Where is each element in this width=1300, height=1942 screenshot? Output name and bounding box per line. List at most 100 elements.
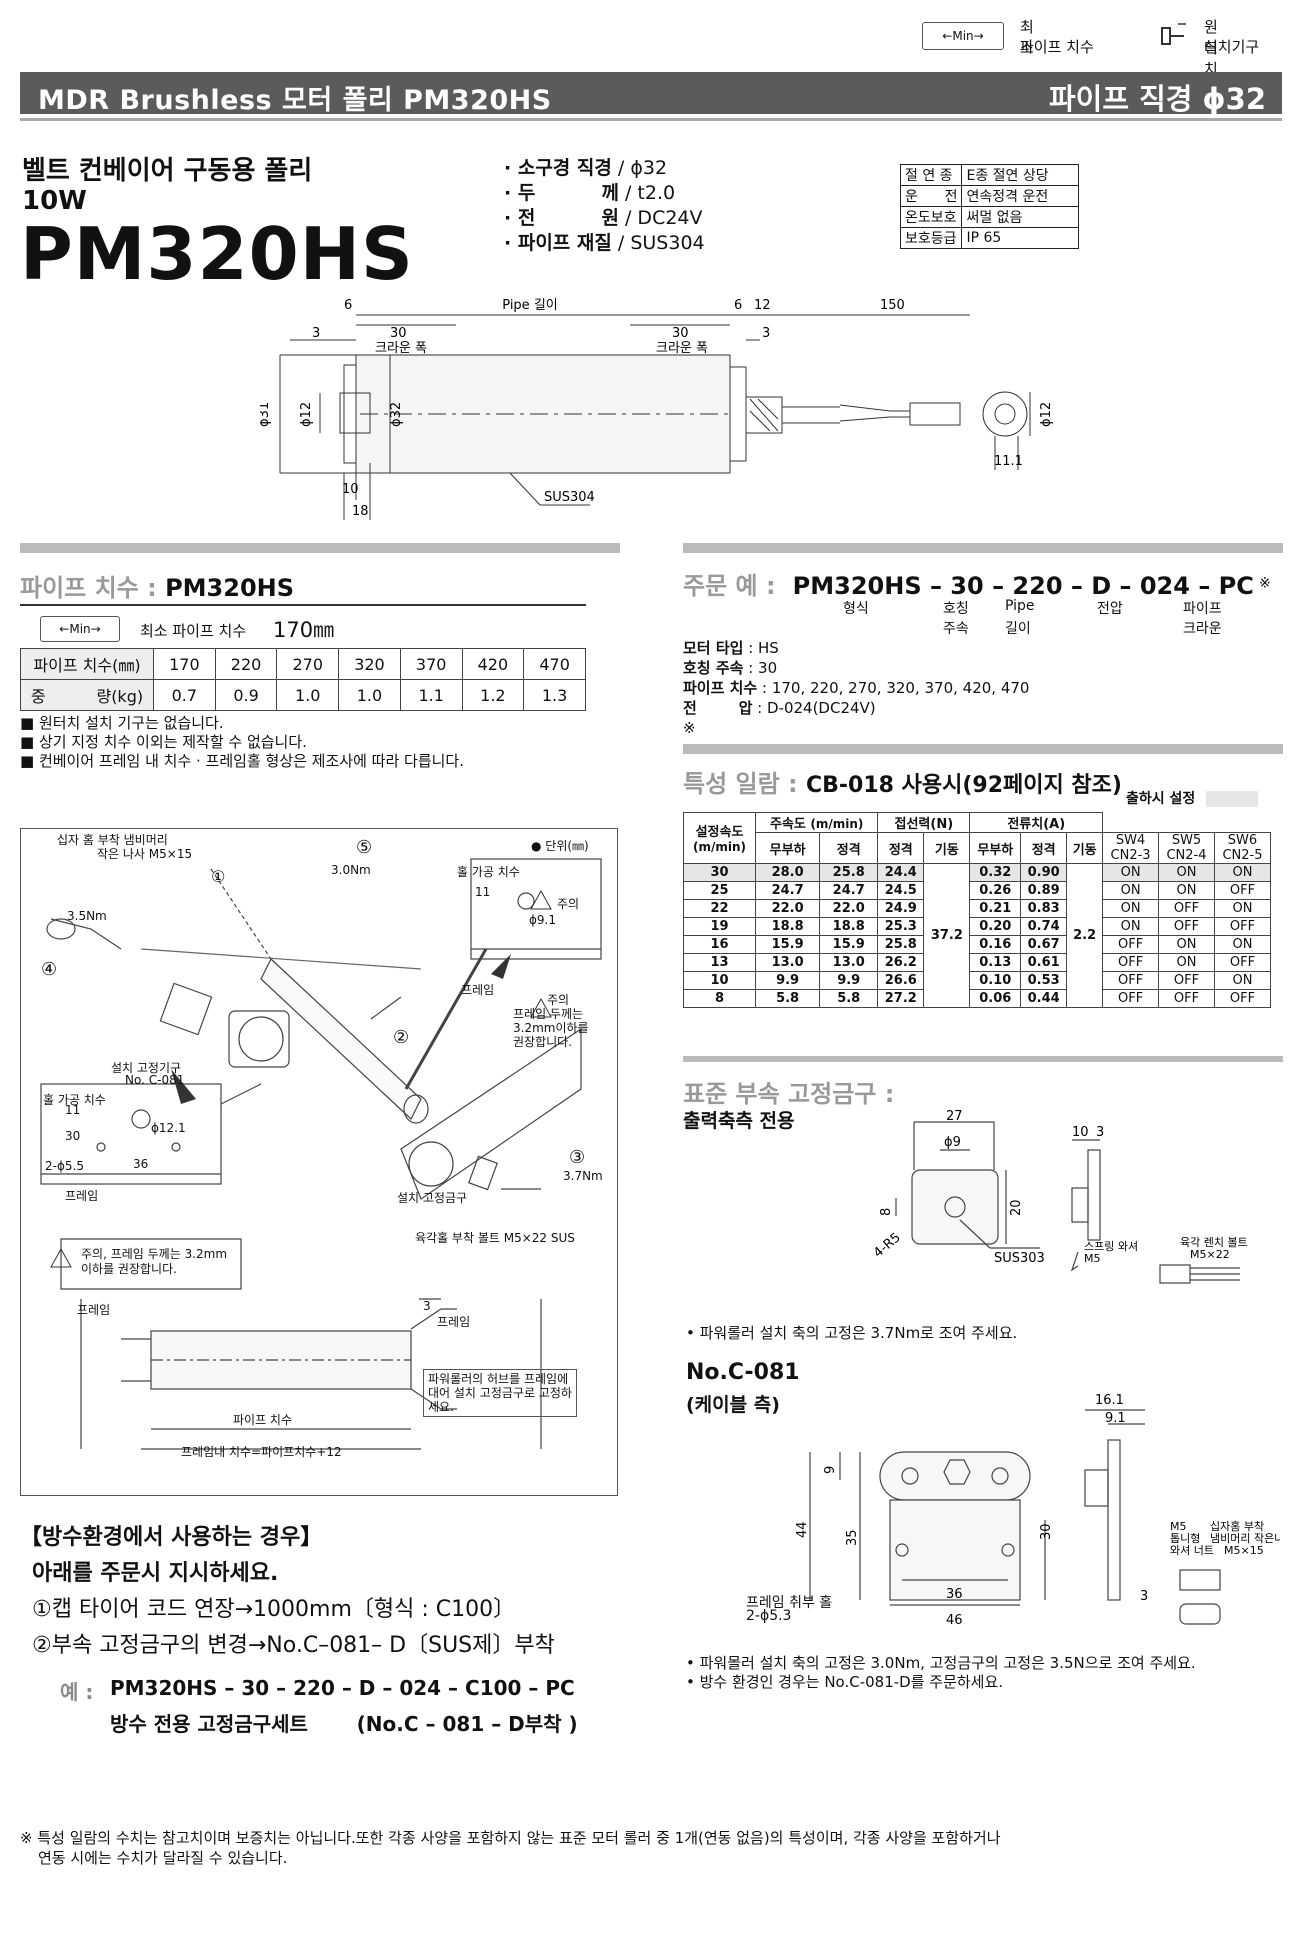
table-cell: 1.2: [461, 679, 525, 711]
acc-m522: M5×22: [1190, 1248, 1230, 1261]
spec-list: · 소구경 직경 / ϕ32 · 두 께 / t2.0 · 전 원 / DC24…: [504, 156, 705, 256]
dim-11: 11: [475, 885, 491, 899]
dim-18: 18: [352, 504, 369, 519]
title-underline: [20, 118, 1282, 121]
inner-dim-label: 프레임내 치수=파이프치수+12: [181, 1445, 342, 1459]
table-cell: ON: [1158, 881, 1215, 900]
frame-label-4: 프레임: [437, 1315, 471, 1329]
table-cell: E종 절연 상당: [961, 164, 1080, 186]
table-row: 설정속도(m/min) 주속도 (m/min) 접선력(N) 전류치(A): [682, 812, 1271, 864]
table-cell: 24.5: [877, 881, 925, 900]
c081-screw: 십자홈 부착: [1210, 1519, 1264, 1533]
order-label: 주문 예 :: [683, 572, 776, 600]
table-cell: 13: [682, 953, 757, 972]
table-cell: OFF: [1102, 935, 1160, 954]
table-cell: 25.8: [877, 935, 925, 954]
product-model: PM320HS: [20, 212, 414, 296]
table-cell: OFF: [1158, 917, 1215, 936]
bolt-label: 육각홀 부착 볼트 M5×22 SUS: [415, 1231, 575, 1245]
table-cell: 운 전: [899, 185, 963, 207]
table-cell: 27.2: [877, 989, 925, 1008]
step-5: ⑤: [356, 837, 373, 858]
footnote-line: 연동 시에는 수치가 달라질 수 있습니다.: [38, 1849, 288, 1867]
pipe-section-heading: 파이프 치수 : PM320HS: [20, 568, 294, 603]
hub-note-line: 파워롤러의 허브를 프레임에: [428, 1372, 569, 1386]
acc-dim-3: 3: [1096, 1125, 1104, 1140]
h-circ-text: 주속도: [769, 817, 806, 832]
table-cell: 2.2: [1066, 863, 1104, 1008]
h-speed-text: 설정속도: [695, 825, 744, 840]
accessory-title: 출력축측 전용: [683, 1110, 795, 1132]
dim-11-1: 11.1: [994, 454, 1023, 469]
table-cell: ON: [1213, 935, 1272, 954]
accessory-note: • 파워롤러 설치 축의 고정은 3.7Nm로 조여 주세요.: [686, 1324, 1018, 1342]
table-cell: OFF: [1158, 989, 1215, 1008]
section-rule-acc: [683, 1056, 1283, 1062]
install-drawing: [40, 858, 602, 1450]
table-cell: ON: [1102, 917, 1160, 936]
c081-washer: 와셔 너트: [1170, 1544, 1214, 1557]
note-line: ■ 원터치 설치 기구는 없습니다.: [20, 714, 224, 732]
c081-toothed: 톱니형: [1170, 1532, 1200, 1545]
output-bracket-drawing: 27 ϕ9 8 20 4-R5 10 3 SUS303 스프링 와셔 M5 육각…: [871, 1110, 1248, 1284]
table-cell: ON: [1102, 863, 1160, 882]
table-cell: 8: [682, 989, 757, 1008]
dim-crown-a: 크라운 폭: [375, 341, 427, 356]
dim-30b: 30: [672, 326, 689, 341]
table-cell: 1.3: [523, 679, 586, 711]
acc-dim-8: 8: [879, 1208, 894, 1216]
acc-dim-20: 20: [1009, 1199, 1024, 1216]
acc-m5: M5: [1084, 1252, 1101, 1265]
order-sub-labels: 형식 호칭 Pipe 전압 파이프 주속 길이 크라운: [683, 598, 1283, 638]
table-cell: OFF: [1102, 989, 1160, 1008]
table-cell: 0.06: [969, 989, 1022, 1008]
acc-sus303: SUS303: [994, 1251, 1045, 1266]
h-rated: 정격: [819, 832, 879, 864]
caution-2: 주의 프레임 두께는 3.2mm이하를 권장합니다.: [513, 993, 589, 1049]
table-cell: 15.9: [755, 935, 821, 954]
acc-spring: 스프링 와셔: [1084, 1240, 1138, 1253]
section-rule-left: [20, 543, 620, 553]
sub-label: 크라운: [1183, 621, 1222, 637]
table-cell: 24.7: [819, 881, 879, 900]
install-diagram: ● 단위(㎜) 십자 홈 부착 냄비머리 작은 나사 M5×15 ⑤ 3.0Nm…: [20, 828, 618, 1496]
factory-label: 출하시 설정: [1126, 791, 1196, 807]
accessory-label: 표준 부속 고정금구 :: [683, 1080, 895, 1108]
table-cell: 13.0: [755, 953, 821, 972]
torque-3-0: 3.0Nm: [331, 863, 371, 877]
bracket-label-3: 설치 고정금구: [397, 1191, 468, 1205]
torque-3-7: 3.7Nm: [563, 1169, 603, 1183]
frame-label-2: 프레임: [65, 1189, 99, 1203]
c081-dim-36: 36: [946, 1587, 963, 1602]
table-cell: 30: [682, 863, 757, 882]
table-header: 파이프 치수(㎜): [20, 648, 154, 680]
dim-30a: 30: [390, 326, 407, 341]
order-item: 모터 타입 : HS: [683, 638, 1029, 658]
section-rule-right: [683, 543, 1283, 553]
spec-key: · 전 원: [504, 207, 619, 229]
h-speed-unit: (m/min): [693, 840, 747, 854]
min-label-1: 최소: [1020, 18, 1034, 57]
table-cell: 37.2: [923, 863, 971, 1008]
hub-note: 파워롤러의 허브를 프레임에 대어 설치 고정금구로 고정하 세요.: [423, 1369, 577, 1417]
c081-dim-3: 3: [1140, 1589, 1148, 1604]
order-items: 모터 타입 : HS 호칭 주속 : 30 파이프 치수 : 170, 220,…: [683, 638, 1029, 738]
order-item: 전 압 : D-024(DC24V): [683, 698, 1029, 718]
table-cell: 0.16: [969, 935, 1022, 954]
table-cell: ON: [1102, 899, 1160, 918]
pipe-dim-label: 파이프 치수: [233, 1413, 293, 1427]
table-cell: 18.8: [755, 917, 821, 936]
step-2: ②: [393, 1027, 410, 1048]
spec-item: · 파이프 재질 / SUS304: [504, 231, 705, 256]
caution-1: 주의: [557, 897, 580, 911]
table-cell: OFF: [1213, 917, 1272, 936]
h-circ: 주속도 (m/min): [755, 812, 879, 833]
order-code: PM320HS – 30 – 220 – D – 024 – PC: [792, 572, 1254, 600]
dim-36: 36: [133, 1157, 149, 1171]
table-cell: OFF: [1213, 881, 1272, 900]
